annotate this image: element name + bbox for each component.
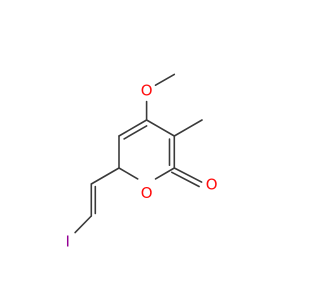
structure-canvas: O O O I [65,73,218,251]
bond-c5c4-inner [123,125,148,140]
bond-ring-c4-c3 [145,119,176,137]
bond-methoxy-o-ch3 [154,73,176,86]
carbonyl-oxygen-label: O [206,175,218,193]
bond-ring-o1-c6 [118,167,139,180]
bond-ring-c2-o1 [154,167,176,180]
methoxy-oxygen-label: O [141,81,153,99]
ring-oxygen-label: O [141,184,153,202]
iodine-label: I [65,233,69,251]
bond-vinyl-iodine [74,215,93,234]
bond-c2-carbonyl-b [171,171,200,188]
molecule-diagram: O O O I [65,73,218,251]
bond-c2-carbonyl-a [173,167,203,183]
bond-c6-vinyl [90,167,120,185]
bond-c3-methyl [173,119,203,137]
bond-layer [74,73,203,234]
bond-ring-c5-c4 [118,119,148,137]
